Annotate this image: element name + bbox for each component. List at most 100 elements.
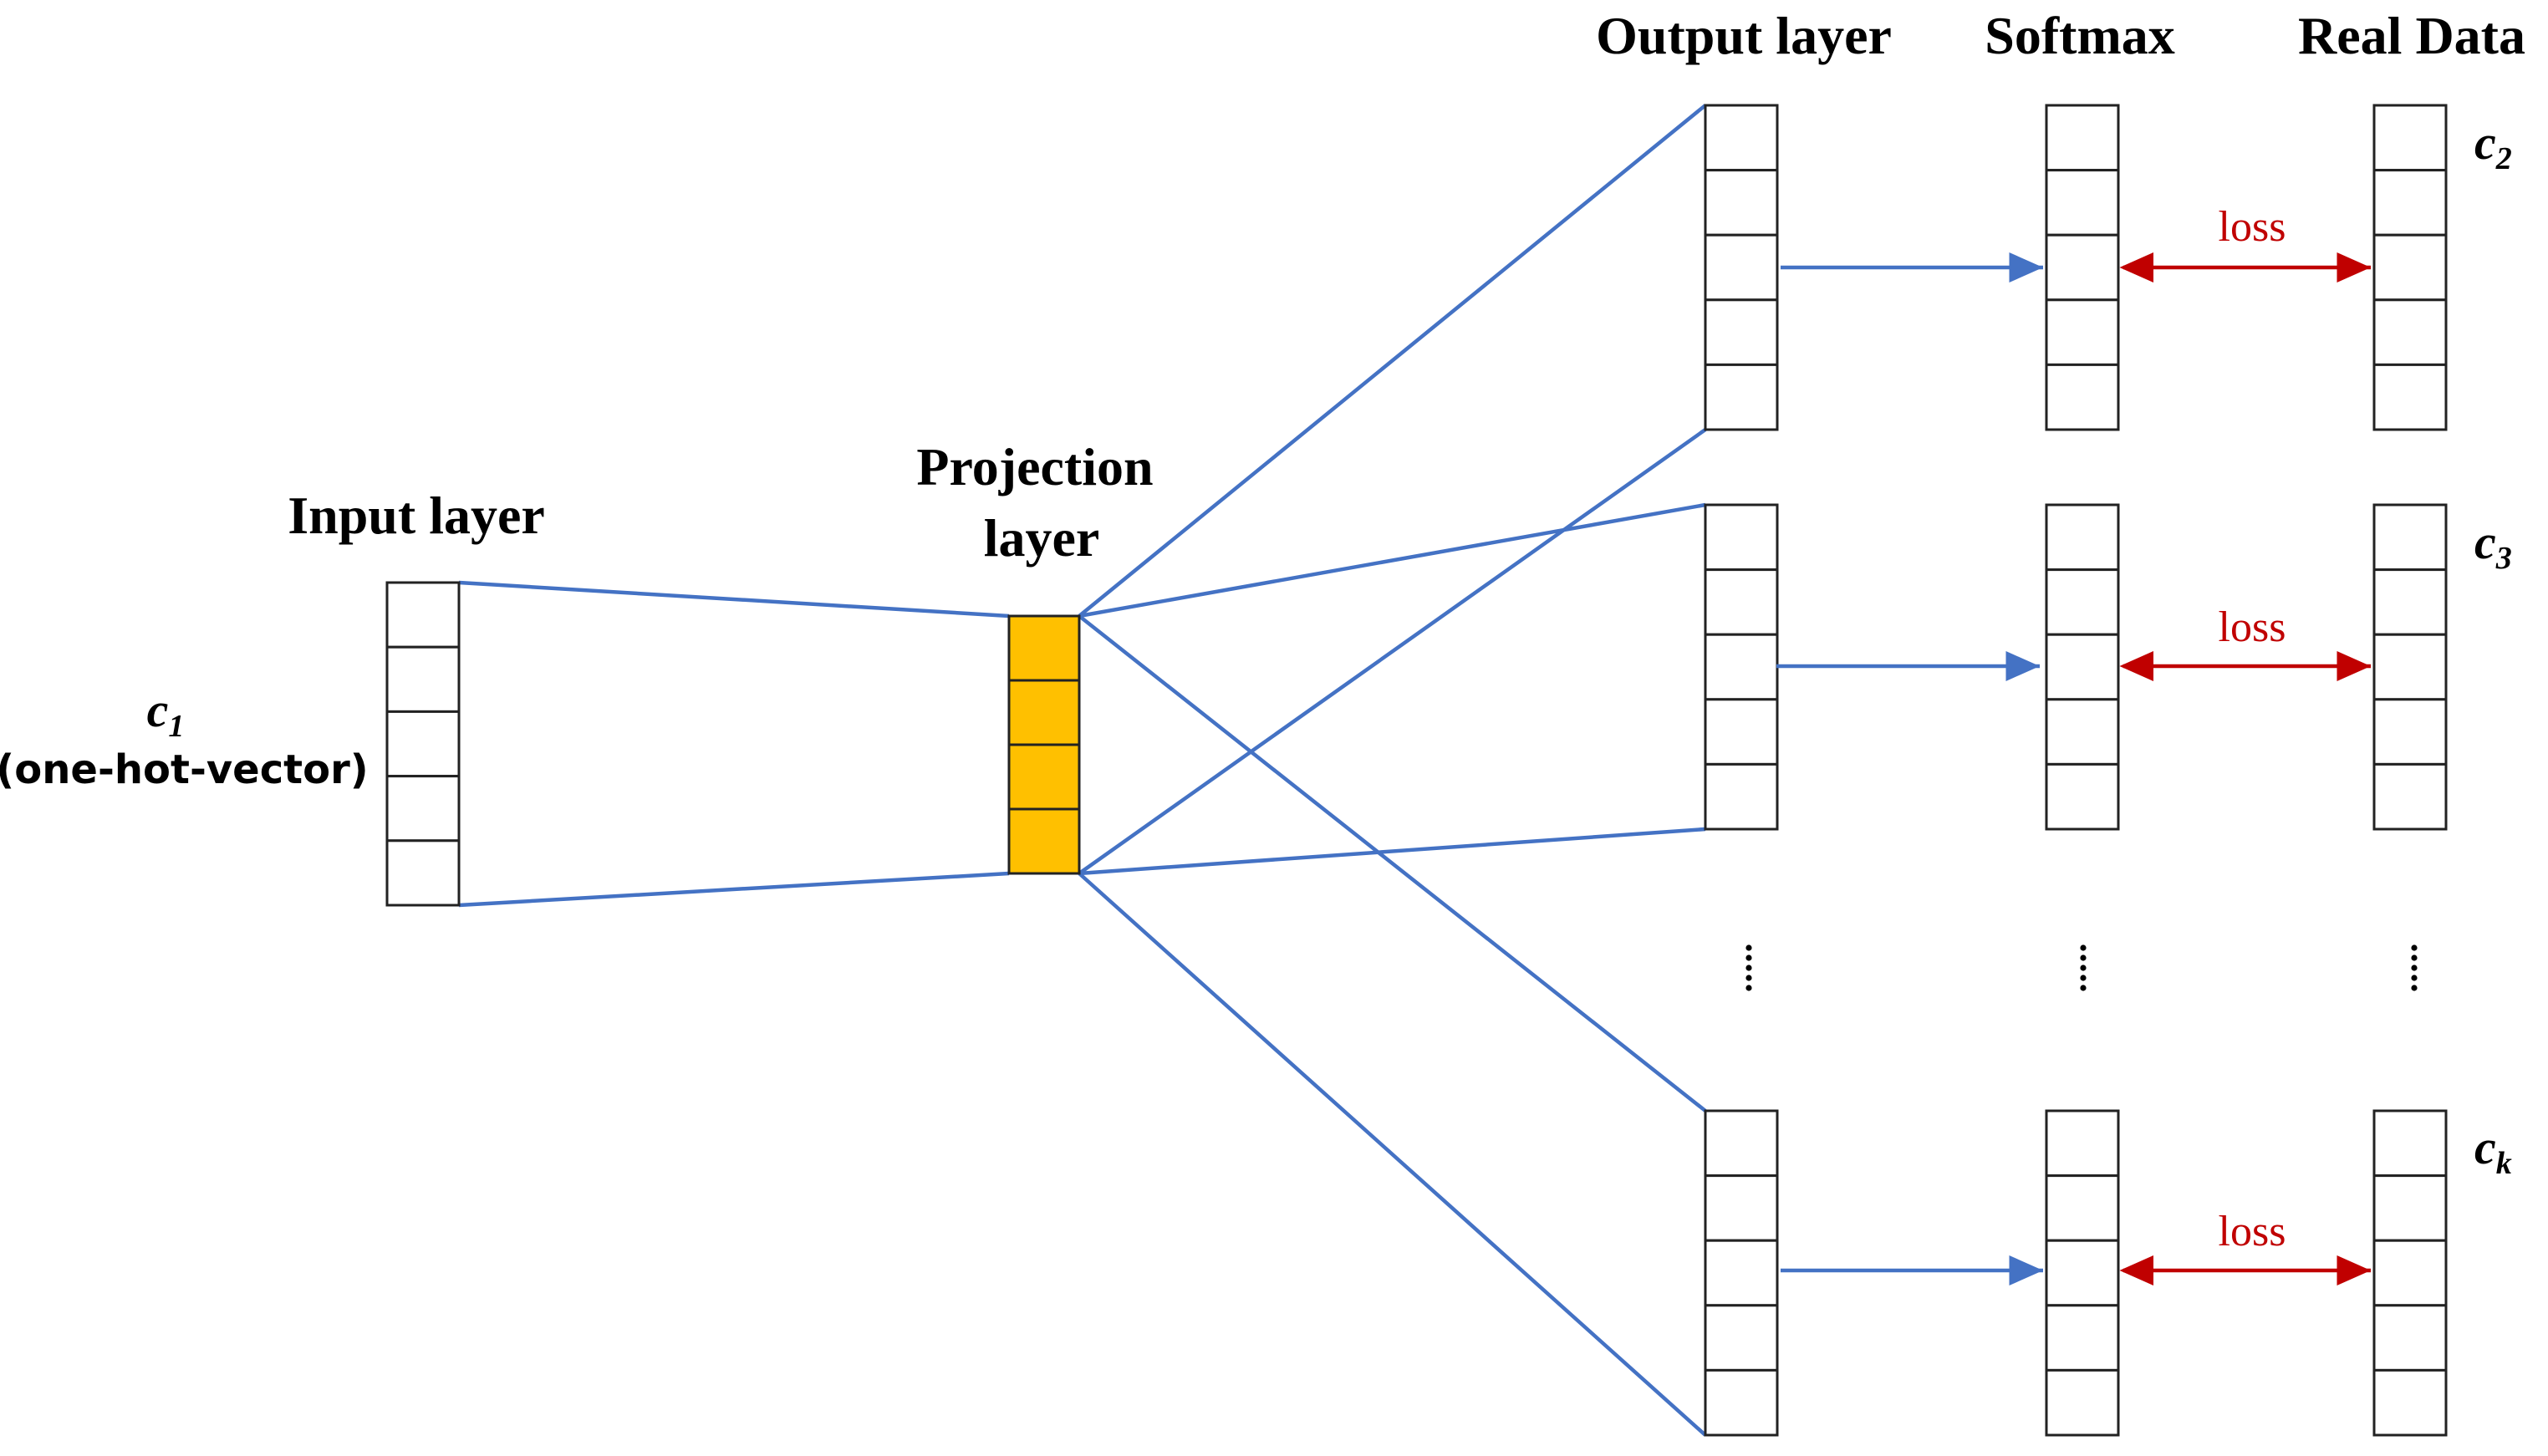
proj-bottom-to-out2-bottom (1078, 827, 1706, 876)
vector-cell (1704, 1368, 1779, 1437)
connections (458, 104, 1707, 1437)
context-word-label-2: c3 (2474, 515, 2512, 576)
vector-cell (2372, 1304, 2448, 1372)
softmax-vector-1 (2045, 104, 2120, 431)
vector-cell (2372, 1368, 2448, 1437)
vector-cell (1704, 568, 1779, 636)
vector-cell (1704, 1109, 1779, 1178)
vector-cell (1704, 169, 1779, 237)
vector-cell (2372, 503, 2448, 572)
ellipsis-dot (1745, 975, 1752, 981)
vector-cell (1704, 233, 1779, 302)
context-row-1: loss c2 (1704, 104, 2512, 431)
vector-cell (385, 775, 461, 843)
vector-cell (1007, 679, 1081, 746)
ellipsis-dot (2411, 965, 2418, 971)
proj-bottom-to-out1-bottom (1078, 428, 1707, 875)
real-data-vector-2 (2372, 503, 2448, 831)
vector-cell (1704, 1239, 1779, 1307)
projection-layer-heading-line2: layer (984, 508, 1100, 568)
vector-cell (385, 581, 461, 649)
vector-cell (1704, 1174, 1779, 1242)
vector-cell (1704, 762, 1779, 831)
ellipsis-dot (1745, 955, 1752, 961)
ellipsis-dot (2080, 985, 2087, 991)
vector-cell (2372, 233, 2448, 302)
ellipsis-dot (2080, 944, 2087, 951)
ellipsis-dot (2411, 985, 2418, 991)
proj-top-to-outk-top (1078, 614, 1707, 1112)
vector-cell (1704, 104, 1779, 172)
ellipsis-dot (1745, 944, 1752, 951)
output-layer-heading: Output layer (1596, 6, 1892, 65)
vector-cell (2045, 298, 2120, 366)
vector-cell (2372, 1174, 2448, 1242)
vector-cell (2045, 363, 2120, 431)
context-row-k: loss ck (1704, 1109, 2512, 1437)
vector-cell (1007, 807, 1081, 875)
vector-cell (1704, 633, 1779, 701)
input-layer-vector (385, 581, 461, 907)
proj-top-to-out2-top (1078, 502, 1706, 619)
ellipsis-dot (1745, 985, 1752, 991)
vector-cell (2372, 633, 2448, 701)
vector-cell (385, 839, 461, 907)
vector-cell (2372, 363, 2448, 431)
vector-cell (385, 645, 461, 713)
vector-cell (2045, 169, 2120, 237)
ellipsis-dot (2080, 975, 2087, 981)
proj-bottom-to-outk-bottom (1078, 872, 1707, 1437)
real-data-vector-k (2372, 1109, 2448, 1437)
vector-cell (1704, 298, 1779, 366)
vector-cell (2372, 104, 2448, 172)
ellipsis-dot (1745, 965, 1752, 971)
ellipsis-dot (2080, 965, 2087, 971)
output-vector-k (1704, 1109, 1779, 1437)
vector-cell (2372, 568, 2448, 636)
vector-cell (2372, 762, 2448, 831)
input-to-projection-bottom (458, 871, 1010, 908)
ellipsis-row (1745, 944, 2418, 991)
ellipsis-dot (2411, 975, 2418, 981)
ellipsis-dot (2411, 944, 2418, 951)
ellipsis-real-data (2411, 944, 2418, 991)
vector-cell (2372, 169, 2448, 237)
input-layer-heading: Input layer (288, 486, 545, 545)
vector-cell (2045, 104, 2120, 172)
output-vector-1 (1704, 104, 1779, 431)
vector-cell (1704, 363, 1779, 431)
context-row-2: loss c3 (1704, 503, 2512, 831)
proj-top-to-out1-top (1078, 104, 1707, 618)
vector-cell (1007, 743, 1081, 811)
loss-label-1: loss (2219, 203, 2286, 251)
vector-cell (2372, 698, 2448, 766)
vector-cell (2045, 633, 2120, 701)
ellipsis-dot (2411, 955, 2418, 961)
vector-cell (2045, 1368, 2120, 1437)
vector-cell (2372, 1239, 2448, 1307)
ellipsis-softmax (2080, 944, 2087, 991)
context-word-label-1: c2 (2474, 115, 2512, 176)
vector-cell (1704, 503, 1779, 572)
vector-cell (2372, 1109, 2448, 1178)
vector-cell (2045, 503, 2120, 572)
vector-cell (2372, 298, 2448, 366)
loss-label-k: loss (2219, 1208, 2286, 1255)
vector-cell (2045, 762, 2120, 831)
vector-cell (2045, 233, 2120, 302)
vector-cell (385, 710, 461, 778)
real-data-heading: Real Data (2298, 6, 2525, 65)
softmax-vector-2 (2045, 503, 2120, 831)
vector-cell (2045, 1174, 2120, 1242)
vector-cell (1704, 1304, 1779, 1372)
loss-label-2: loss (2219, 603, 2286, 651)
context-word-label-k: ck (2474, 1120, 2512, 1181)
one-hot-vector-note: (one-hot-vector) (0, 746, 369, 793)
input-word-label: c1 (147, 683, 185, 744)
softmax-heading: Softmax (1985, 6, 2175, 65)
vector-cell (2045, 568, 2120, 636)
vector-cell (2045, 1239, 2120, 1307)
vector-cell (2045, 1109, 2120, 1178)
projection-layer-heading-line1: Projection (916, 437, 1153, 496)
